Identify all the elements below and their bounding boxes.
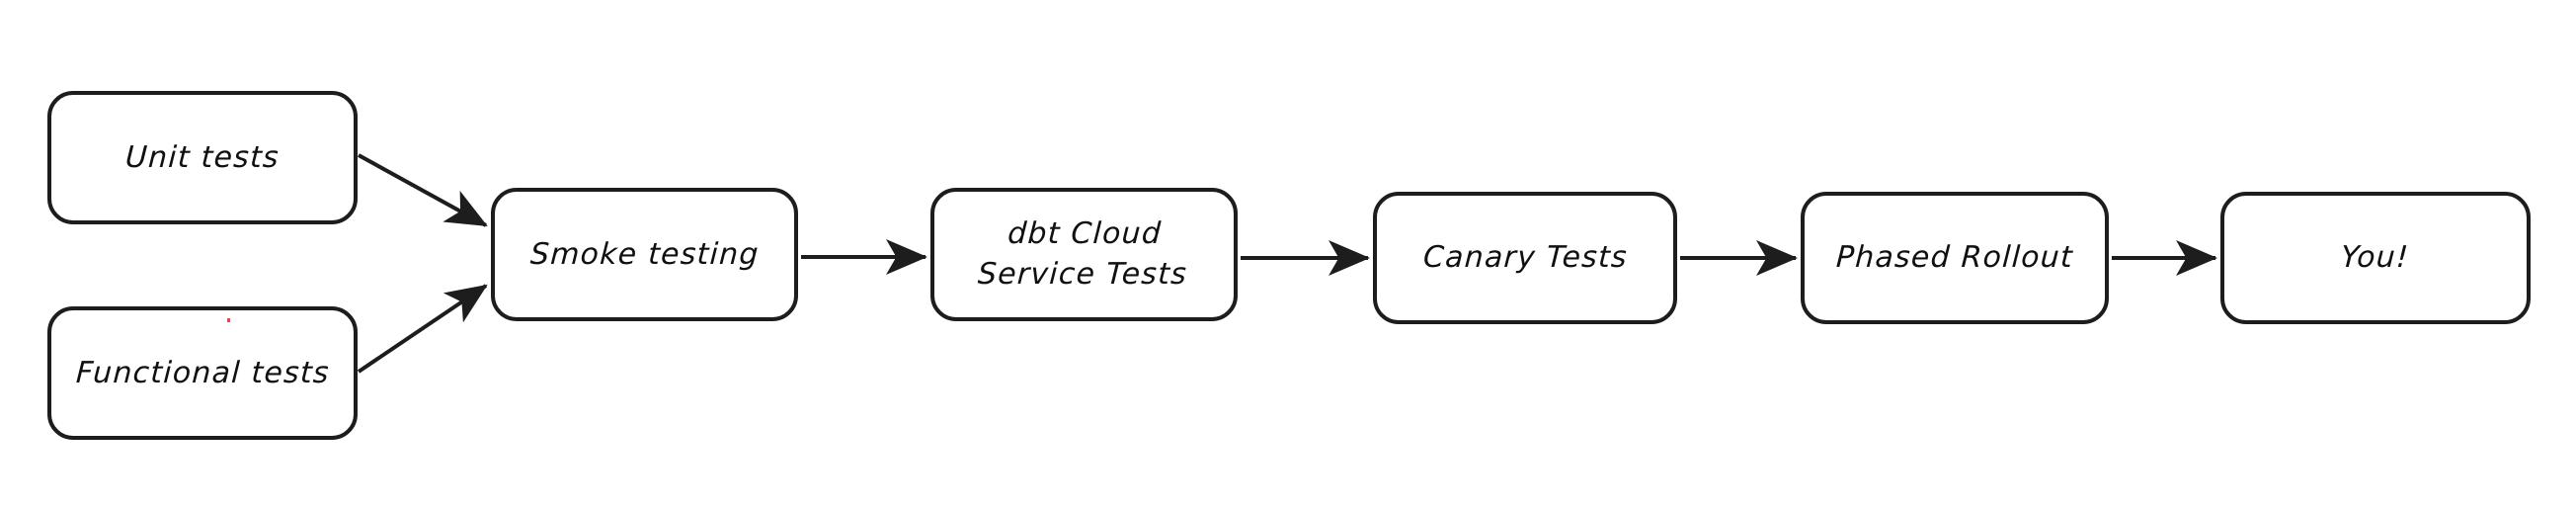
node-label: Functional tests bbox=[74, 355, 331, 390]
edge-functional-to-smoke bbox=[357, 284, 488, 374]
node-label: Canary Tests bbox=[1421, 240, 1629, 276]
node-smoke-testing[interactable]: Smoke testing bbox=[491, 188, 798, 321]
node-label: Smoke testing bbox=[528, 236, 761, 272]
node-phased-rollout[interactable]: Phased Rollout bbox=[1801, 192, 2109, 324]
node-canary-tests[interactable]: Canary Tests bbox=[1373, 192, 1677, 324]
node-dbt-cloud-service-tests[interactable]: dbt Cloud Service Tests bbox=[930, 188, 1238, 321]
node-you[interactable]: You! bbox=[2220, 192, 2531, 324]
node-label: Phased Rollout bbox=[1835, 240, 2074, 276]
stray-mark bbox=[227, 318, 230, 322]
node-label: Unit tests bbox=[124, 139, 281, 175]
edge-unit-to-smoke bbox=[358, 153, 488, 227]
node-label: You! bbox=[2340, 240, 2411, 276]
node-functional-tests[interactable]: Functional tests bbox=[47, 306, 358, 440]
node-unit-tests[interactable]: Unit tests bbox=[47, 91, 358, 224]
node-label: dbt Cloud Service Tests bbox=[977, 216, 1189, 293]
